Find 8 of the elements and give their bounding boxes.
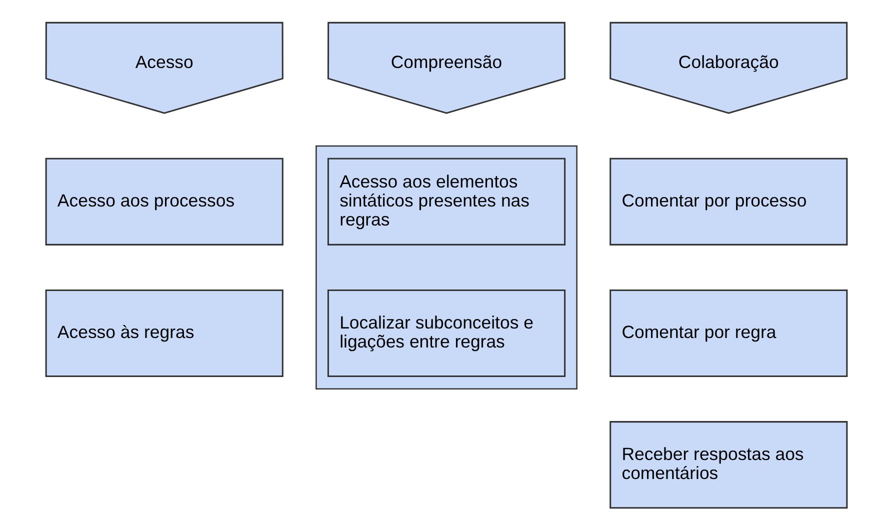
node-box: Acesso aos processos xyxy=(45,158,284,246)
node-box: Receber respostas aos comentários xyxy=(610,421,848,509)
node-box: Localizar subconceitos e ligações entre regras xyxy=(327,289,566,378)
node-box: Comentar por regra xyxy=(610,289,848,378)
node-box: Acesso aos elementos sintáticos presentes nas regras xyxy=(327,158,566,246)
node-box: Acesso às regras xyxy=(45,289,284,378)
cluster xyxy=(316,145,578,390)
node-box: Comentar por processo xyxy=(610,158,848,246)
